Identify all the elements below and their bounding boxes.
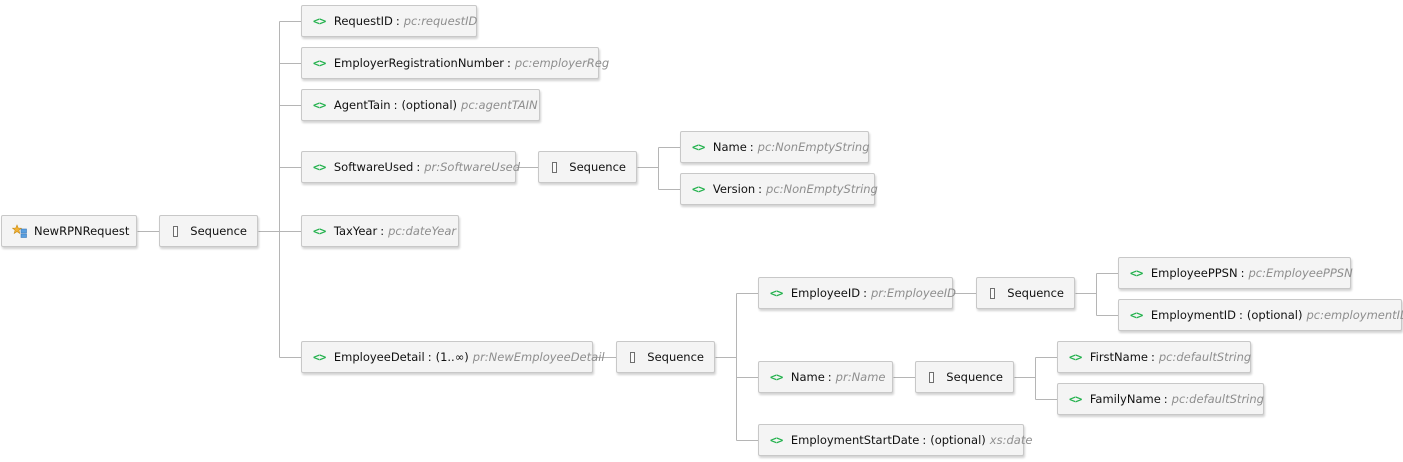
element-icon: <>: [1130, 266, 1143, 280]
element-name: FamilyName: [1089, 392, 1161, 406]
colon-separator: :: [1239, 308, 1243, 322]
element-node-employer-registration-number[interactable]: <> EmployerRegistrationNumber: pc:employ…: [301, 47, 609, 79]
element-type: pc:NonEmptyString: [766, 182, 878, 196]
colon-separator: :: [416, 160, 421, 174]
element-name: TaxYear: [333, 224, 378, 238]
element-type: pc:employerReg: [514, 56, 610, 70]
element-name: FirstName: [1089, 350, 1148, 364]
element-type: pc:defaultString: [1171, 392, 1264, 406]
element-type: pc:agentTAIN: [461, 98, 538, 112]
element-occurrence: (optional): [1246, 308, 1303, 322]
element-type: pc:NonEmptyString: [757, 140, 870, 154]
colon-separator: :: [749, 140, 754, 154]
element-node-family-name[interactable]: <> FamilyName: pc:defaultString: [1057, 383, 1264, 415]
element-name: EmploymentStartDate: [790, 433, 920, 447]
colon-separator: :: [827, 370, 832, 384]
colon-separator: :: [380, 224, 385, 238]
element-icon: <>: [770, 286, 783, 300]
element-type: pr:Name: [835, 370, 886, 384]
element-type: xs:date: [989, 433, 1033, 447]
sequence-icon: [630, 351, 636, 363]
element-icon: <>: [1069, 392, 1082, 406]
element-name: SoftwareUsed: [333, 160, 414, 174]
element-icon: <>: [692, 182, 705, 196]
element-type: pc:employmentID: [1306, 308, 1403, 322]
element-occurrence: (1..∞): [435, 350, 469, 364]
element-name: Version: [712, 182, 756, 196]
element-node-agent-tain[interactable]: <> AgentTain: (optional) pc:agentTAIN: [301, 89, 540, 121]
element-node-employee-ppsn[interactable]: <> EmployeePPSN: pc:EmployeePPSN: [1118, 257, 1353, 289]
element-type: pc:defaultString: [1158, 350, 1252, 364]
element-icon: <>: [770, 433, 783, 447]
element-name: EmployeeID: [790, 286, 861, 300]
element-node-first-name[interactable]: <> FirstName: pc:defaultString: [1057, 341, 1251, 373]
element-occurrence: (optional): [930, 433, 986, 447]
element-icon: <>: [313, 14, 326, 28]
element-icon: <>: [313, 98, 326, 112]
element-name: Name: [712, 140, 747, 154]
sequence-icon: [552, 161, 558, 173]
element-name: RequestID: [333, 14, 393, 28]
element-icon: <>: [313, 160, 326, 174]
root-element-node[interactable]: NewRPNRequest: [1, 215, 137, 247]
element-occurrence: (optional): [401, 98, 458, 112]
colon-separator: :: [1151, 350, 1155, 364]
element-icon: <>: [1069, 350, 1082, 364]
colon-separator: :: [1163, 392, 1168, 406]
colon-separator: :: [863, 286, 867, 300]
sequence-label: Sequence: [946, 370, 1003, 384]
element-type: pr:SoftwareUsed: [424, 160, 521, 174]
element-node-employee-id[interactable]: <> EmployeeID: pr:EmployeeID: [758, 277, 957, 309]
element-icon: <>: [313, 350, 326, 364]
colon-separator: :: [758, 182, 763, 196]
colon-separator: :: [922, 433, 927, 447]
element-node-software-name[interactable]: <> Name: pc:NonEmptyString: [680, 131, 870, 163]
sequence-label: Sequence: [190, 224, 247, 238]
sequence-icon: [173, 225, 179, 237]
element-node-tax-year[interactable]: <> TaxYear: pc:dateYear: [301, 215, 459, 247]
element-icon: <>: [692, 140, 705, 154]
element-type: pr:EmployeeID: [870, 286, 957, 300]
element-node-employment-id[interactable]: <> EmploymentID: (optional) pc:employmen…: [1118, 299, 1403, 331]
sequence-node-employee-id[interactable]: Sequence: [976, 277, 1075, 309]
element-icon: <>: [1130, 308, 1143, 322]
sequence-label: Sequence: [647, 350, 704, 364]
element-type: pc:dateYear: [388, 224, 457, 238]
element-name: EmployeePPSN: [1150, 266, 1238, 280]
element-icon: <>: [770, 370, 783, 384]
element-node-employment-start-date[interactable]: <> EmploymentStartDate: (optional) xs:da…: [758, 424, 1032, 456]
element-name: EmploymentID: [1150, 308, 1236, 322]
sequence-icon: [929, 371, 935, 383]
element-node-software-version[interactable]: <> Version: pc:NonEmptyString: [680, 173, 878, 205]
colon-separator: :: [427, 350, 432, 364]
colon-separator: :: [393, 98, 398, 112]
element-type: pr:NewEmployeeDetail: [472, 350, 605, 364]
sequence-label: Sequence: [569, 160, 626, 174]
sequence-node-name[interactable]: Sequence: [915, 361, 1014, 393]
element-name: AgentTain: [333, 98, 391, 112]
sequence-node-employee-detail[interactable]: Sequence: [616, 341, 715, 373]
element-icon: <>: [313, 56, 326, 70]
element-node-request-id[interactable]: <> RequestID: pc:requestID: [301, 5, 477, 37]
element-name: EmployeeDetail: [333, 350, 425, 364]
colon-separator: :: [395, 14, 400, 28]
sequence-node-software-used[interactable]: Sequence: [538, 151, 637, 183]
sequence-node-root[interactable]: Sequence: [159, 215, 258, 247]
element-type: pc:EmployeePPSN: [1248, 266, 1353, 280]
element-name: Name: [790, 370, 825, 384]
sequence-icon: [990, 287, 996, 299]
element-node-software-used[interactable]: <> SoftwareUsed: pr:SoftwareUsed: [301, 151, 520, 183]
element-node-employee-detail[interactable]: <> EmployeeDetail: (1..∞) pr:NewEmployee…: [301, 341, 605, 373]
global-element-icon: [12, 224, 28, 238]
element-icon: <>: [313, 224, 326, 238]
element-name: EmployerRegistrationNumber: [333, 56, 505, 70]
colon-separator: :: [507, 56, 511, 70]
colon-separator: :: [1240, 266, 1245, 280]
sequence-label: Sequence: [1007, 286, 1064, 300]
element-type: pc:requestID: [403, 14, 478, 28]
element-node-employee-name[interactable]: <> Name: pr:Name: [758, 361, 893, 393]
root-element-name: NewRPNRequest: [34, 224, 130, 238]
